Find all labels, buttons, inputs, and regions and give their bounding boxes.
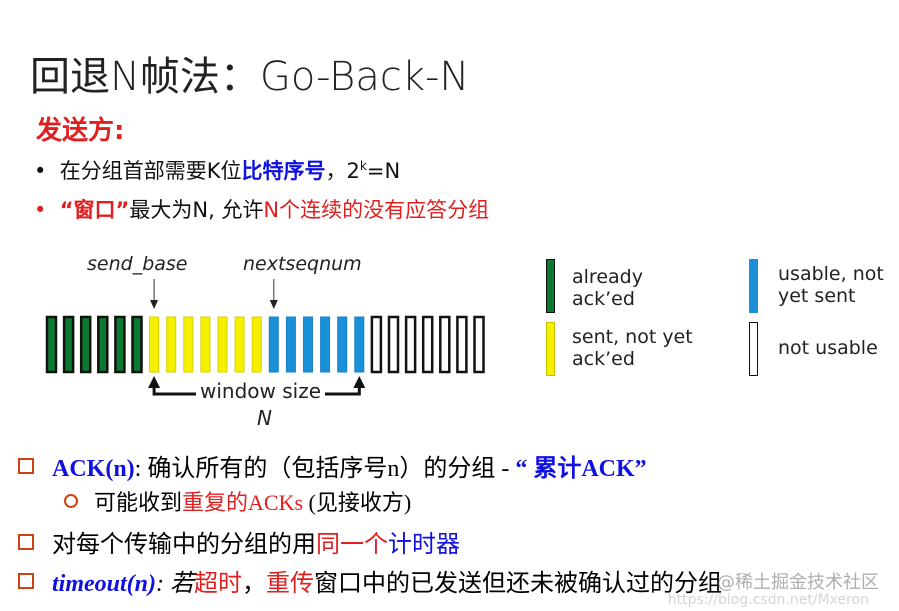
circle-bullet-icon: [64, 494, 78, 508]
highlight-text: N个连续的没有应答分组: [263, 198, 490, 222]
text: : 若: [156, 571, 195, 597]
nextseqnum-arrowhead: [269, 300, 278, 309]
square-bullet-icon: [18, 534, 34, 550]
text: ，2: [325, 159, 360, 183]
text: (见接收方): [303, 490, 412, 515]
packet-sent: [251, 316, 262, 373]
packet-not-usable: [421, 315, 434, 374]
window-size-label: window size: [196, 379, 326, 403]
highlight-text: ACK(n): [52, 456, 135, 482]
point-ack: ACK(n): 确认所有的（包括序号n）的分组 - “ 累计ACK”: [18, 448, 647, 483]
packet-sent: [149, 316, 160, 373]
packet-not-usable: [439, 315, 451, 374]
text: 对每个传输中的分组的用: [52, 532, 316, 558]
highlight-text: “窗口”: [59, 198, 130, 222]
watermark-url: https://blog.csdn.net/Mxeron: [667, 592, 869, 608]
text: 可能收到: [94, 490, 183, 515]
nextseqnum-label: nextseqnum: [243, 253, 362, 275]
packet-acked: [97, 315, 109, 374]
slide-title: 回退N帧法：Go-Back-N: [30, 54, 470, 100]
packet-usable: [268, 316, 279, 373]
packet-acked: [114, 315, 126, 374]
legend-not-usable-swatch: [749, 322, 758, 376]
packet-sent: [217, 316, 228, 373]
text: 窗口中的已发送但还未被确认过的分组: [314, 571, 723, 597]
packet-acked: [62, 315, 75, 374]
packet-sent: [200, 316, 211, 373]
packet-usable: [320, 316, 331, 373]
packet-sent: [166, 316, 177, 373]
highlight-text: “ 累计ACK”: [515, 456, 647, 482]
packet-not-usable: [473, 315, 485, 374]
highlight-text: 重传: [266, 571, 315, 597]
legend-usable-swatch: [749, 259, 758, 313]
packet-not-usable: [456, 315, 468, 374]
packet-not-usable: [370, 315, 383, 374]
packet-acked: [131, 315, 143, 374]
text: =N: [366, 159, 401, 183]
highlight-text: timeout(n): [52, 571, 157, 597]
legend-sent-label: sent, not yet ack’ed: [572, 326, 693, 370]
window-right-arrowhead: [353, 376, 366, 388]
watermark-logo: @稀土掘金技术社区: [717, 572, 879, 593]
legend-acked-swatch: [546, 259, 555, 313]
sender-heading: 发送方:: [36, 116, 125, 146]
square-bullet-icon: [18, 573, 34, 589]
packet-acked: [45, 315, 58, 374]
text: 最大为N, 允许: [129, 198, 264, 222]
packet-usable: [285, 316, 296, 373]
window-left-bracket: [152, 386, 200, 396]
text: : 确认所有的（包括序号n）的分组 -: [134, 456, 516, 482]
highlight-text: 比特序号: [241, 159, 326, 183]
send-base-label: send_base: [87, 253, 188, 275]
highlight-text: 计时器: [388, 532, 460, 558]
legend-acked-label: already ack’ed: [572, 266, 643, 310]
window-left-arrowhead: [148, 376, 161, 388]
superscript: k: [359, 159, 367, 173]
packet-not-usable: [404, 315, 417, 374]
highlight-text: 重复的ACKs: [182, 490, 304, 515]
text: 在分组首部需要K位: [59, 159, 242, 183]
point-timer: 对每个传输中的分组的用同一个计时器: [18, 524, 460, 559]
packet-usable: [303, 316, 313, 373]
packet-sent: [183, 316, 194, 373]
send-base-arrowhead: [150, 300, 159, 309]
window-right-bracket: [321, 386, 361, 396]
highlight-text: 超时: [194, 571, 243, 597]
bullet-sequence-bits: • 在分组首部需要K位比特序号，2k=N: [34, 159, 401, 183]
bullet-window: • “窗口”最大为N, 允许N个连续的没有应答分组: [34, 198, 490, 222]
window-diagram: [45, 279, 485, 396]
window-n-label: N: [257, 406, 272, 430]
packet-usable: [354, 316, 365, 373]
packet-sent: [234, 316, 245, 373]
point-duplicate-acks: 可能收到重复的ACKs (见接收方): [64, 485, 411, 517]
legend-not-usable-label: not usable: [778, 337, 878, 359]
square-bullet-icon: [18, 458, 34, 474]
point-timeout: timeout(n): 若超时，重传窗口中的已发送但还未被确认过的分组: [18, 563, 722, 598]
legend-sent-swatch: [546, 322, 555, 376]
highlight-text: 同一个: [316, 532, 388, 558]
text: ，: [242, 571, 267, 597]
packet-usable: [337, 316, 348, 373]
legend-usable-label: usable, not yet sent: [778, 263, 884, 307]
packet-not-usable: [387, 315, 400, 374]
packet-acked: [79, 315, 92, 374]
